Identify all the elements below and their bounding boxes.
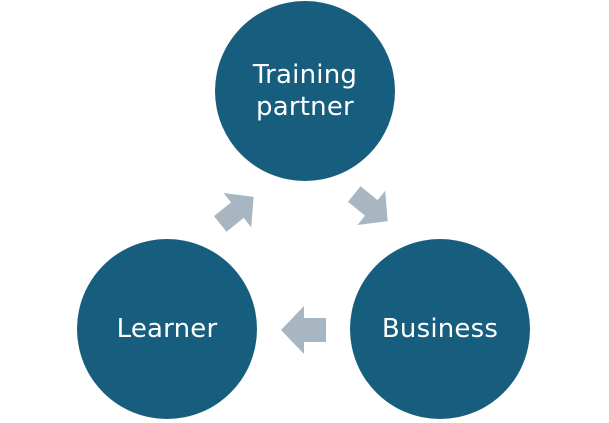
arrow-left-icon xyxy=(281,306,326,354)
business-node: Business xyxy=(350,239,530,419)
learner-label: Learner xyxy=(116,314,218,344)
training-partner-node: Training partner xyxy=(215,1,395,181)
arrow-right-down-icon xyxy=(347,186,388,225)
business-label: Business xyxy=(381,314,499,344)
arrow-up-right-icon xyxy=(213,193,254,232)
training-partner-label: Training partner xyxy=(252,60,358,122)
learner-node: Learner xyxy=(77,239,257,419)
